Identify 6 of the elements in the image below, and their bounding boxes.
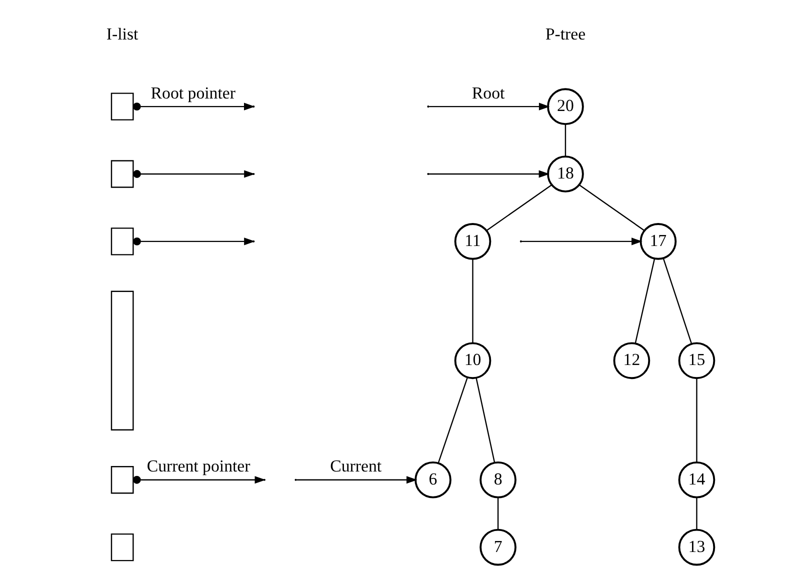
edge-label: Root pointer [150,83,236,102]
edge-label: Current [330,456,382,476]
edge-label: Current pointer [146,456,250,476]
label: I-list [106,24,138,44]
label: P-tree [544,24,586,44]
edge-label: Root [471,83,504,102]
